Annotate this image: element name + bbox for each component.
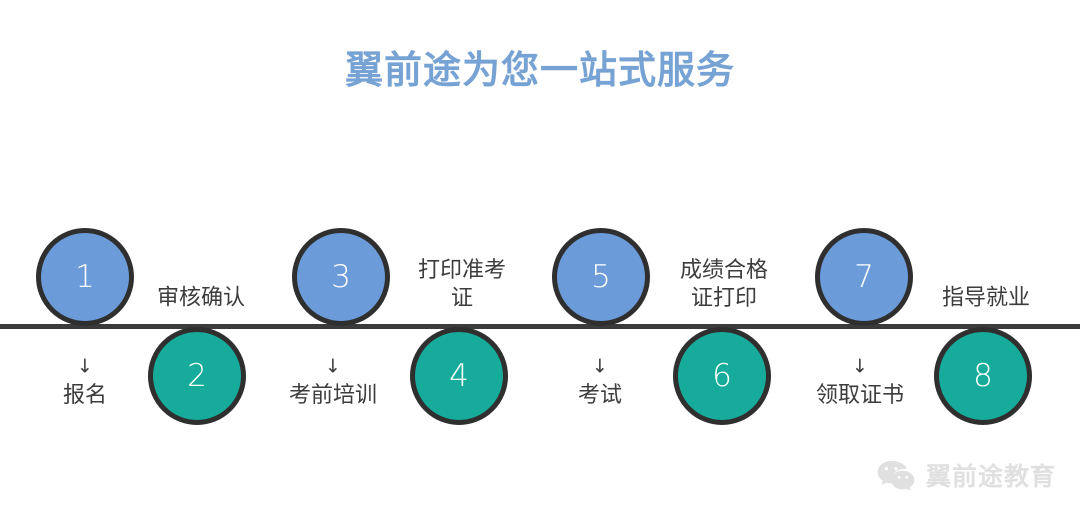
step-number-6: 6 (712, 357, 732, 394)
step-label-2: 报名 (62, 382, 108, 407)
watermark-text: 翼前途教育 (925, 463, 1056, 491)
step-arrow-6: ↓ (592, 355, 608, 378)
step-circle-7[interactable]: 7 (815, 228, 913, 326)
step-circle-3[interactable]: 3 (292, 228, 390, 326)
step-label-4: 考前培训 (288, 382, 378, 407)
step-number-8: 8 (973, 357, 993, 394)
step-label-1: 审核确认 (156, 284, 246, 310)
step-label-8: 领取证书 (815, 382, 905, 407)
page-title: 翼前途为您一站式服务 (344, 50, 735, 93)
step-arrow-4: ↓ (325, 355, 341, 378)
step-label-3: 打印准考 证 (417, 257, 507, 310)
step-arrow-2: ↓ (77, 355, 93, 378)
step-circle-2[interactable]: 2 (148, 327, 246, 425)
timeline-axis (0, 324, 1080, 329)
step-circle-6[interactable]: 6 (673, 327, 771, 425)
step-number-2: 2 (187, 357, 207, 394)
step-circle-4[interactable]: 4 (410, 327, 508, 425)
watermark: 翼前途教育 (876, 457, 1056, 493)
step-circle-5[interactable]: 5 (552, 228, 650, 326)
step-label-6: 考试 (577, 382, 623, 407)
step-number-7: 7 (854, 258, 874, 295)
step-number-4: 4 (449, 357, 469, 394)
step-label-5: 成绩合格 证打印 (679, 257, 769, 310)
step-arrow-8: ↓ (852, 355, 868, 378)
step-circle-8[interactable]: 8 (934, 327, 1032, 425)
step-label-7: 指导就业 (941, 284, 1031, 310)
wechat-icon (876, 459, 916, 491)
step-number-1: 1 (75, 258, 95, 295)
step-circle-1[interactable]: 1 (36, 228, 134, 326)
step-number-5: 5 (591, 258, 611, 295)
step-number-3: 3 (331, 258, 351, 295)
